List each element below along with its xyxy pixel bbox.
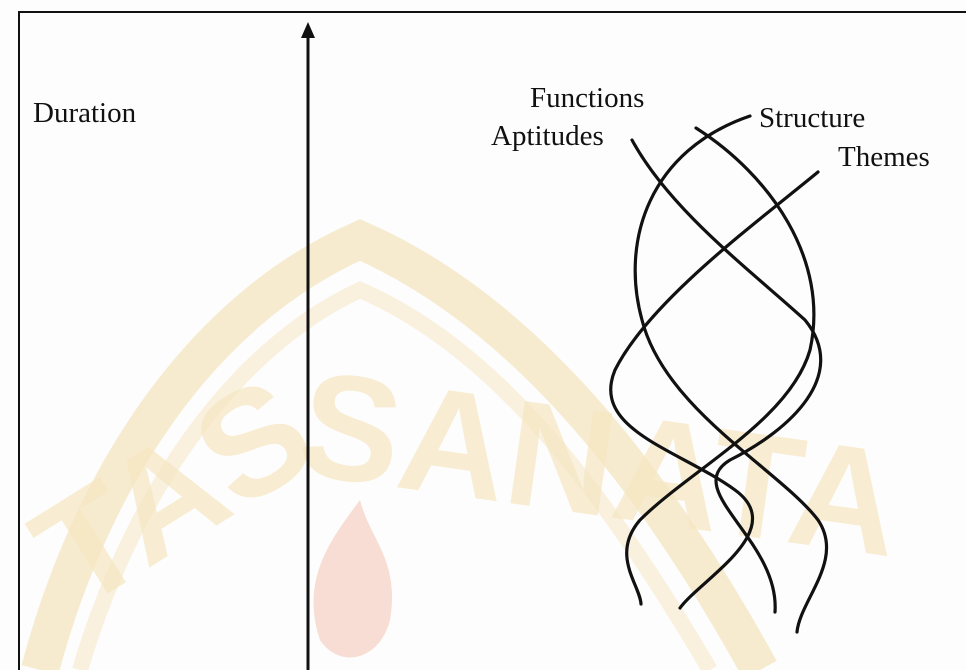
arrowhead-icon [301,22,315,38]
duration-label: Duration [33,99,136,128]
braid [611,116,827,632]
structure-label: Structure [759,104,865,133]
functions-label: Functions [530,84,644,113]
aptitudes-label: Aptitudes [491,122,604,151]
themes-label: Themes [838,143,930,172]
duration-axis [301,22,315,670]
strand-functions [632,140,821,612]
